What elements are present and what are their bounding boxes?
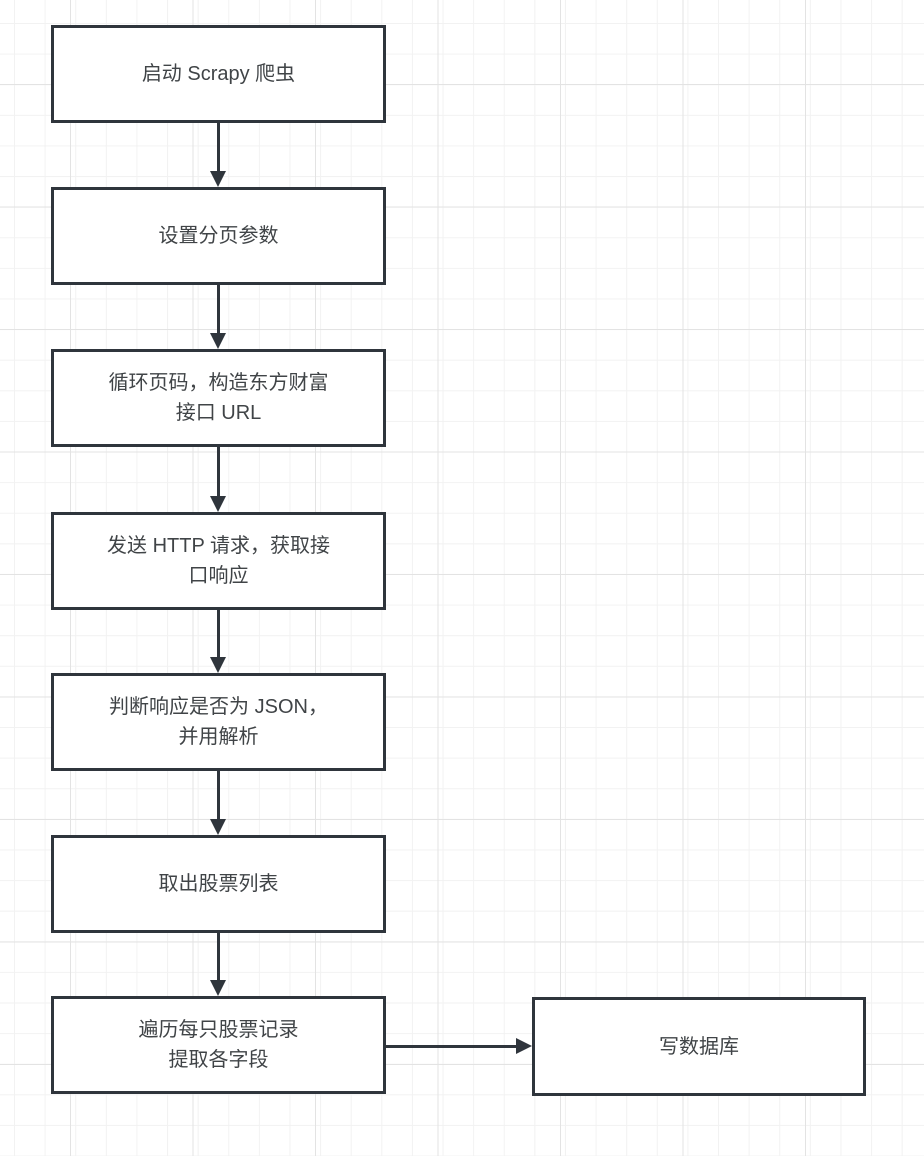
- flow-node-check-json: 判断响应是否为 JSON， 并用解析: [51, 673, 386, 771]
- flow-node-start-spider: 启动 Scrapy 爬虫: [51, 25, 386, 123]
- arrowhead-down-icon: [210, 657, 226, 673]
- arrow-right-1: [386, 1045, 516, 1048]
- flow-node-build-url: 循环页码，构造东方财富 接口 URL: [51, 349, 386, 447]
- arrowhead-down-icon: [210, 333, 226, 349]
- arrow-down-5: [217, 771, 220, 819]
- arrow-down-3: [217, 447, 220, 496]
- arrowhead-right-icon: [516, 1038, 532, 1054]
- arrowhead-down-icon: [210, 496, 226, 512]
- arrow-down-4: [217, 610, 220, 657]
- arrow-down-6: [217, 933, 220, 980]
- arrowhead-down-icon: [210, 980, 226, 996]
- arrow-down-2: [217, 285, 220, 333]
- flow-node-iterate-records: 遍历每只股票记录 提取各字段: [51, 996, 386, 1094]
- arrowhead-down-icon: [210, 171, 226, 187]
- flow-node-set-paging: 设置分页参数: [51, 187, 386, 285]
- flow-node-extract-list: 取出股票列表: [51, 835, 386, 933]
- arrow-down-1: [217, 123, 220, 171]
- flow-node-write-db: 写数据库: [532, 997, 866, 1096]
- arrowhead-down-icon: [210, 819, 226, 835]
- flow-node-send-request: 发送 HTTP 请求，获取接 口响应: [51, 512, 386, 610]
